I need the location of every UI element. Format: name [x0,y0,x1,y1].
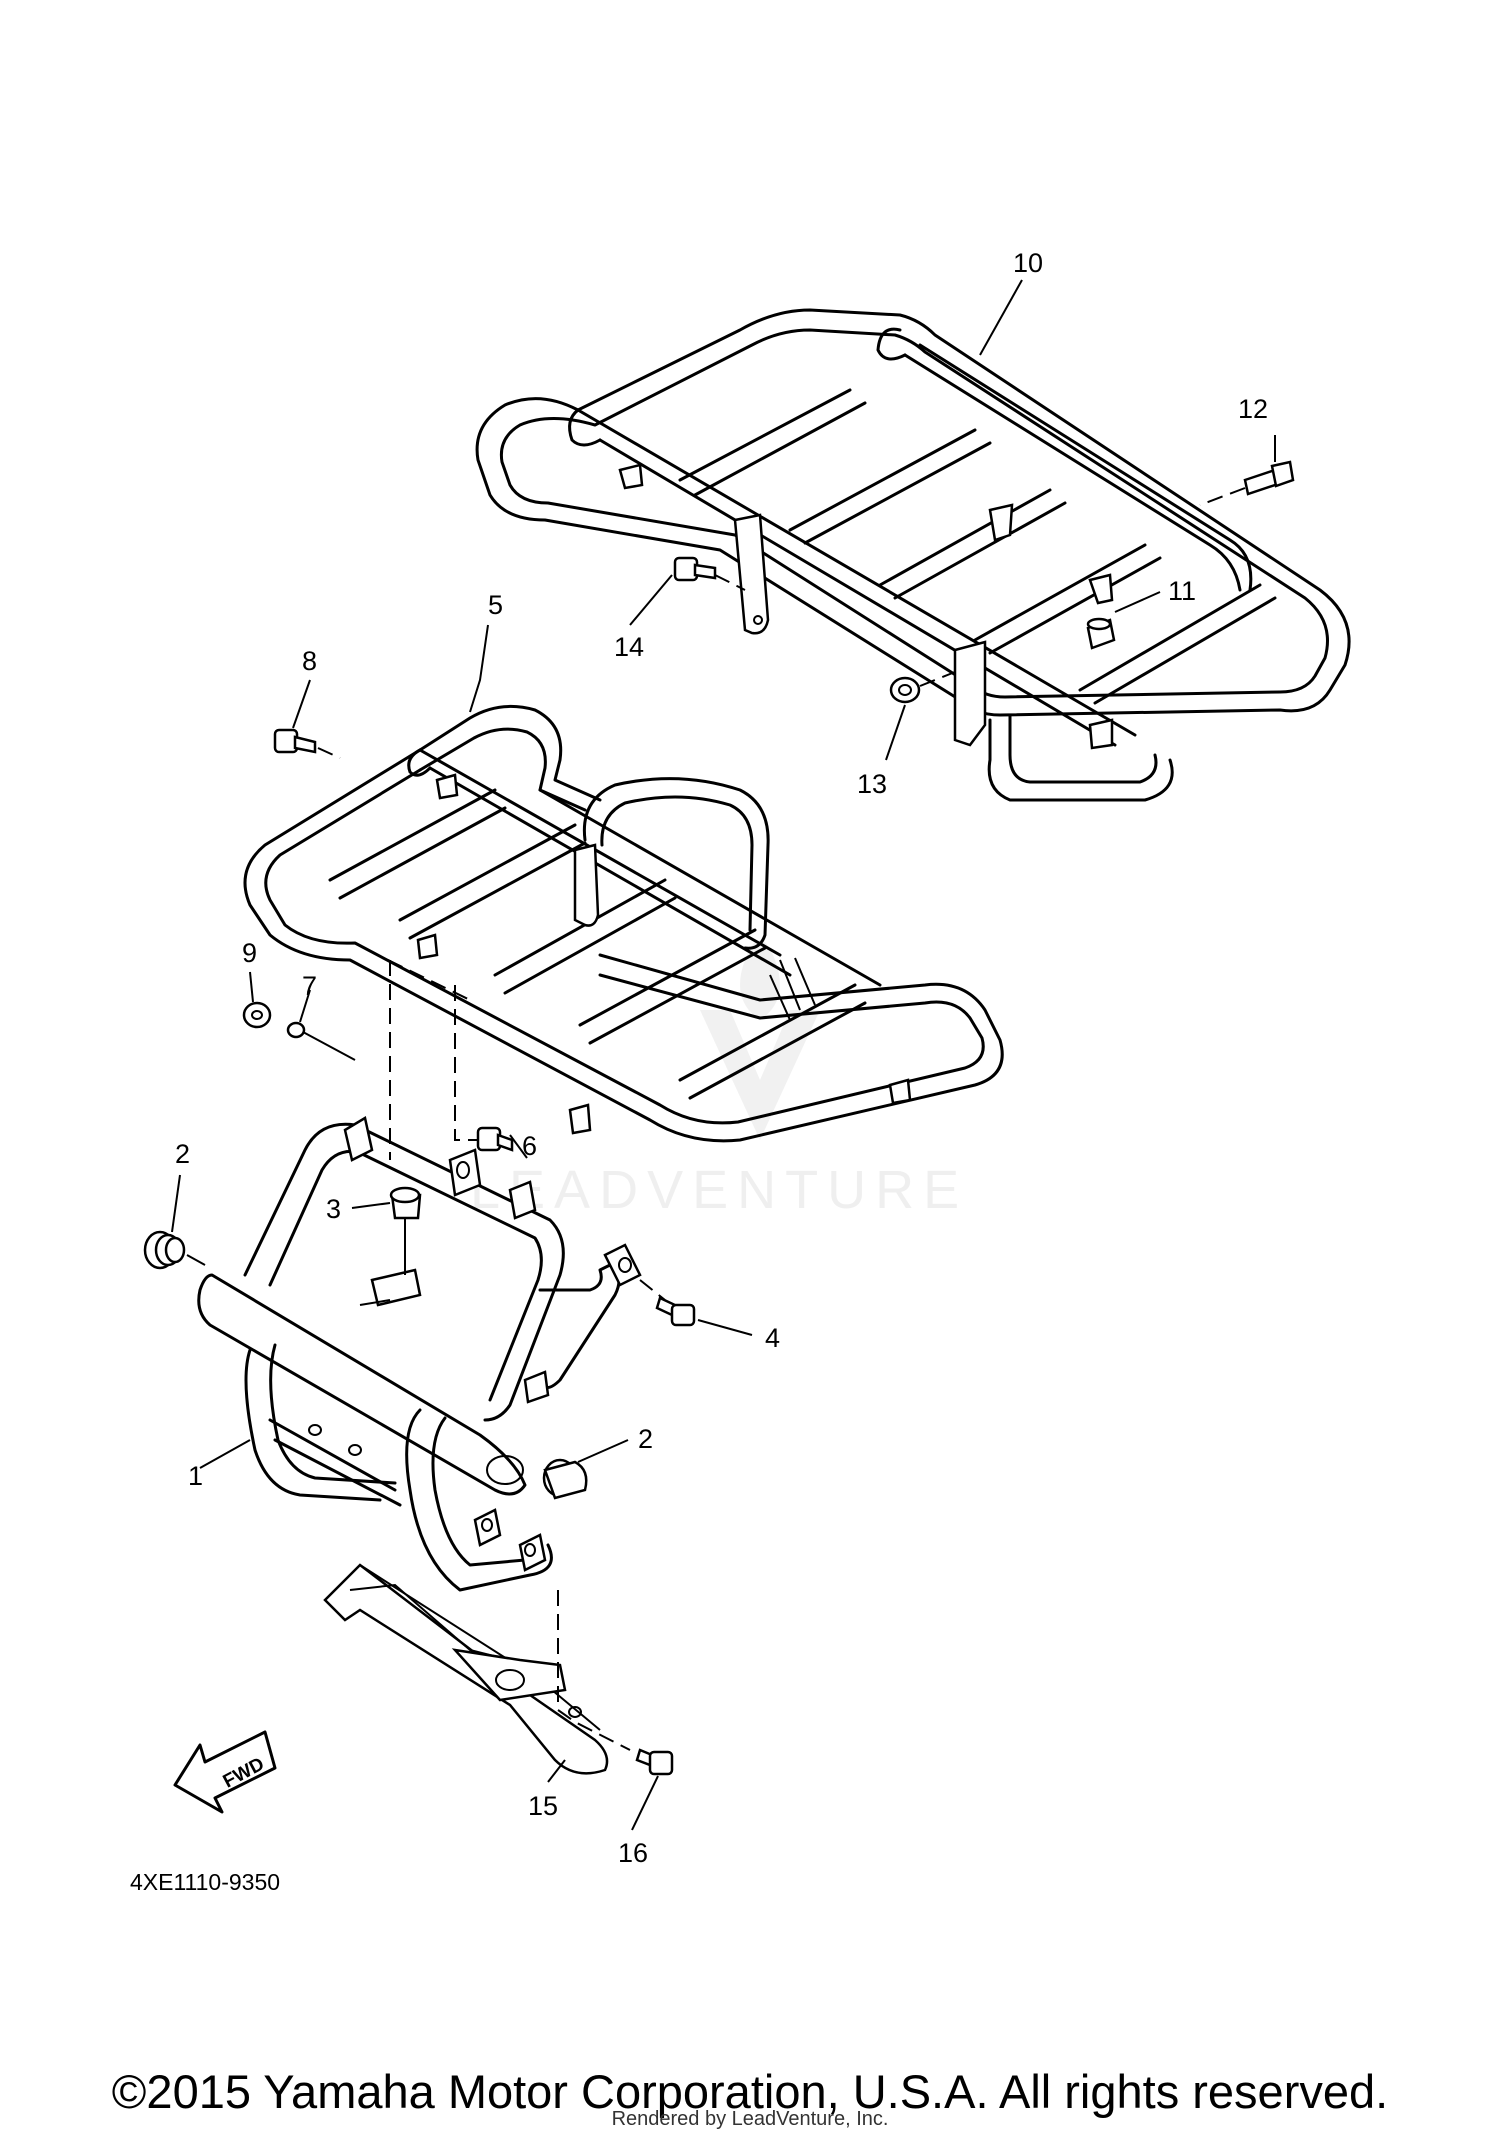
callout-10: 10 [1013,248,1043,278]
callout-1: 1 [188,1461,203,1491]
front-carrier [243,704,1004,1143]
bolt-4 [639,1279,696,1327]
leadventure-watermark: LEADVENTURE [470,940,968,1220]
front-guard [197,1116,642,1592]
drawing-code: 4XE1110-9350 [130,1869,280,1895]
callout-4: 4 [765,1323,780,1353]
watermark-text: LEADVENTURE [470,1160,968,1220]
callout-2-left: 2 [175,1139,190,1169]
callout-6: 6 [522,1131,537,1161]
skid-plate [323,1563,631,1775]
callout-14: 14 [614,632,644,662]
copyright-notice: ©2015 Yamaha Motor Corporation, U.S.A. A… [111,2065,1389,2118]
callout-12: 12 [1238,394,1268,424]
callout-5: 5 [488,590,503,620]
callout-11: 11 [1168,576,1196,606]
bolt-16 [635,1748,674,1776]
washer-7 [286,1021,356,1061]
bolt-14 [673,556,746,591]
damper-3 [389,1186,422,1275]
leader-lines [171,279,1276,1831]
callout-3: 3 [326,1194,341,1224]
callout-15: 15 [528,1791,558,1821]
nut-13 [889,671,956,704]
callout-8: 8 [302,646,317,676]
callout-7: 7 [302,971,317,1001]
callout-2-right: 2 [638,1424,653,1454]
bolt-8 [273,728,341,759]
collar-11 [1086,617,1116,650]
bolt-12 [1199,460,1295,506]
callout-9: 9 [242,938,257,968]
cap-2-right [542,1458,588,1500]
fwd-arrow-icon: FWD [173,1730,277,1814]
callout-labels: 1 2 2 3 4 5 6 7 8 9 10 11 12 13 14 15 16 [175,248,1268,1868]
bolt-6 [454,985,514,1152]
nut-9 [242,1001,272,1029]
cap-2-left [143,1230,206,1270]
callout-13: 13 [857,769,887,799]
callout-16: 16 [618,1838,648,1868]
rear-carrier [475,308,1351,802]
rendered-by-notice: Rendered by LeadVenture, Inc. [611,2108,889,2130]
